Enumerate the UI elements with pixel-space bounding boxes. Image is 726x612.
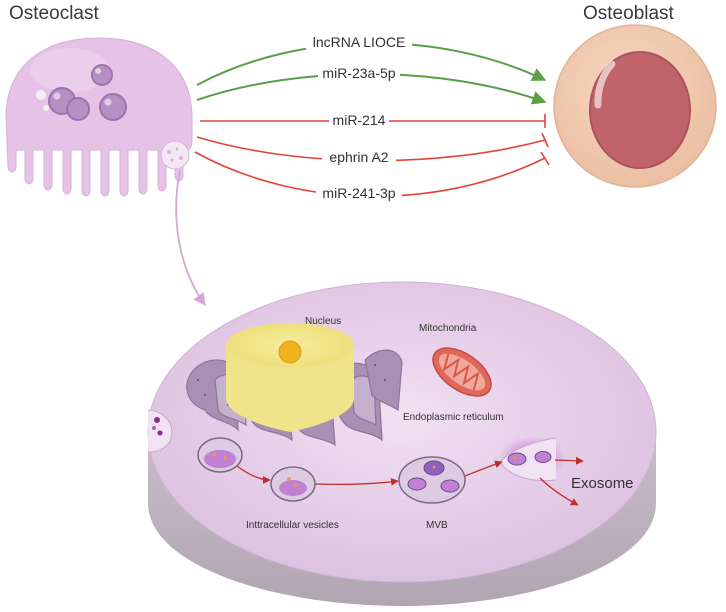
mitochondria-icon [432, 347, 492, 397]
nucleus-icon [66, 97, 90, 121]
mvb-label: MVB [426, 520, 448, 531]
zoomed-cell [147, 281, 657, 606]
signal-label-lncrna: lncRNA LIOCE [313, 34, 406, 50]
exosome-icon [507, 451, 552, 466]
nucleus-label: Nucleus [305, 316, 341, 327]
vesicle-icon [197, 437, 243, 473]
nucleus [226, 323, 354, 432]
secretion-vesicle-icon [160, 140, 190, 170]
osteoclast-title: Osteoclast [9, 3, 99, 24]
er-label: Endoplasmic reticulum [403, 412, 504, 423]
nucleus-icon [91, 64, 113, 86]
nucleus-icon [99, 93, 127, 121]
nucleolus-icon [278, 340, 302, 364]
osteoblast-title: Osteoblast [583, 3, 675, 24]
vesicle-icon [270, 466, 316, 502]
mvb-icon [398, 456, 466, 504]
osteoblast-cell [553, 24, 717, 188]
exosome-label: Exosome [571, 475, 634, 492]
signal-label-mir214: miR-214 [333, 112, 386, 128]
vesicles-label: Inttracellular vesicles [246, 520, 339, 531]
mitochondria-label: Mitochondria [419, 323, 477, 334]
signal-label-mir23a: miR-23a-5p [322, 65, 395, 81]
zoom-arrow [175, 169, 206, 307]
signal-label-ephrin: ephrin A2 [329, 149, 388, 165]
osteoclast-cell [5, 37, 193, 197]
signal-label-mir241: miR-241-3p [322, 185, 395, 201]
